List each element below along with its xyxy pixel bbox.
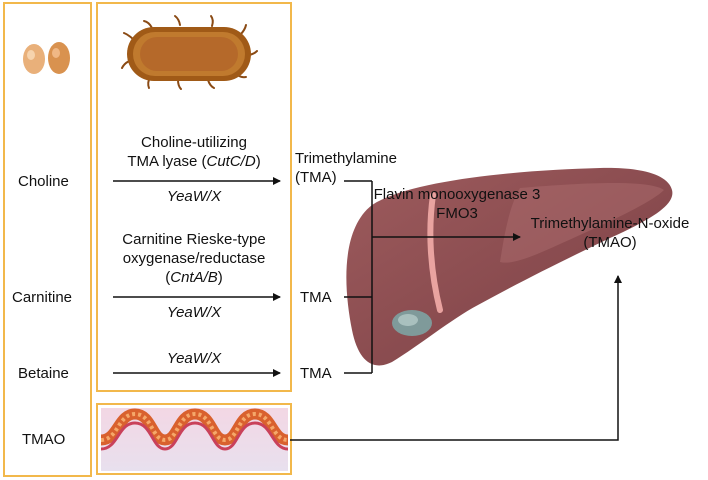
bacterium-icon <box>121 15 258 90</box>
label-carnitine: Carnitine <box>12 289 73 306</box>
enzyme-cntab-line2: oxygenase/reductase <box>122 250 266 267</box>
enzyme-cntab-line1: Carnitine Rieske-type <box>122 231 266 248</box>
enzyme-cntab-line3: (CntA/B) <box>165 269 223 286</box>
gene-yeawx-3: YeaW/X <box>166 350 222 367</box>
product-tma-line2: (TMA) <box>295 169 337 186</box>
product-tma-2: TMA <box>300 289 332 306</box>
liver-icon <box>346 167 673 366</box>
product-tmao: Trimethylamine-N-oxide (TMAO) <box>518 214 702 252</box>
left-panel <box>3 2 92 477</box>
enzyme-cutcd-line2: TMA lyase (CutC/D) <box>127 153 261 170</box>
eggs-icon <box>23 42 70 74</box>
enzyme-fmo3-line1: Flavin monooxygenase 3 <box>373 186 541 203</box>
enzyme-cutcd: Choline-utilizing TMA lyase (CutC/D) <box>104 133 284 171</box>
gene-yeawx-2: YeaW/X <box>166 304 222 321</box>
bacteria-panel <box>96 2 292 392</box>
product-tma-1: Trimethylamine (TMA) <box>295 149 397 187</box>
arrow-intestine-tmao <box>290 275 622 441</box>
label-tmao: TMAO <box>22 431 66 448</box>
label-betaine: Betaine <box>18 365 69 382</box>
label-choline: Choline <box>18 173 69 190</box>
product-tmao-line2: (TMAO) <box>583 234 637 251</box>
product-tma-3: TMA <box>300 365 332 382</box>
enzyme-cutcd-line1: Choline-utilizing <box>141 134 247 151</box>
enzyme-fmo3: Flavin monooxygenase 3 FMO3 <box>372 185 542 223</box>
product-tmao-line1: Trimethylamine-N-oxide <box>530 215 690 232</box>
gene-yeawx-1: YeaW/X <box>166 188 222 205</box>
intestine-icon <box>99 408 290 471</box>
intestine-panel <box>96 403 292 475</box>
product-tma-line1: Trimethylamine <box>295 150 397 167</box>
enzyme-fmo3-line2: FMO3 <box>436 205 478 222</box>
enzyme-cntab: Carnitine Rieske-type oxygenase/reductas… <box>104 230 284 287</box>
tma-bracket <box>344 180 373 374</box>
